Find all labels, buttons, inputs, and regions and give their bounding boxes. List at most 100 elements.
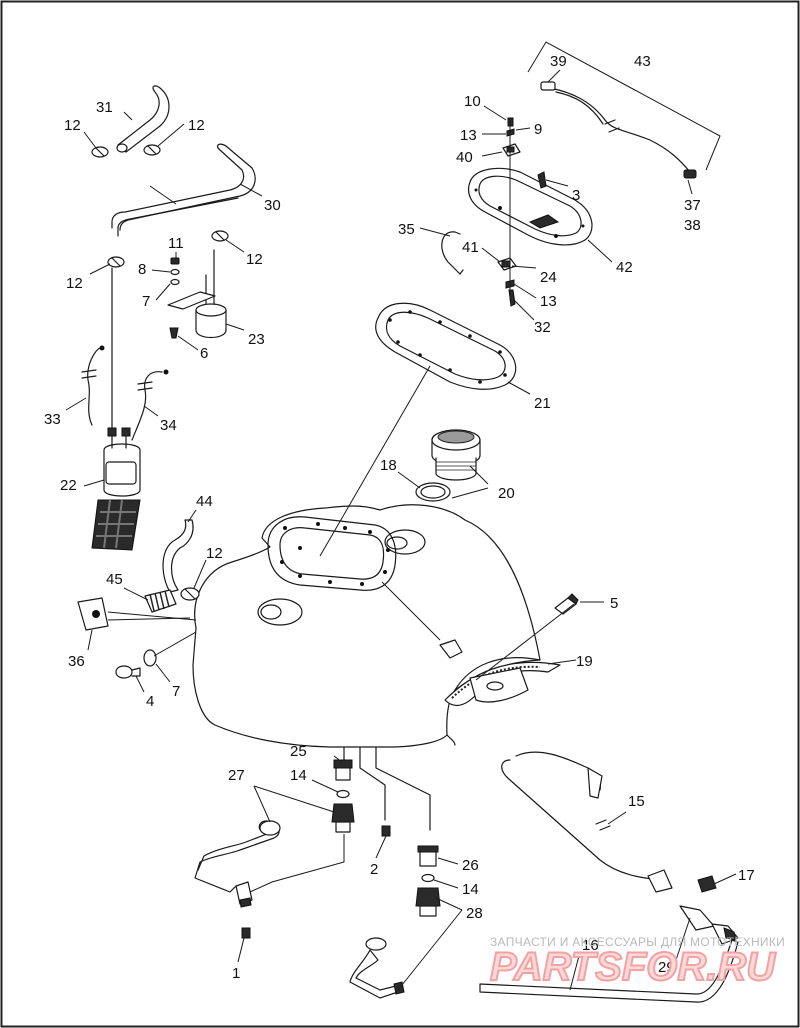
callout-36: 36: [68, 653, 85, 670]
watermark-tagline: ЗАПЧАСТИ И АКСЕССУАРЫ ДЛЯ МОТОТЕХНИКИ: [490, 935, 785, 949]
callout-15: 15: [628, 793, 645, 810]
callout-12-d: 12: [66, 275, 83, 292]
part-26-fitting: [417, 845, 439, 867]
fuel-tank: [192, 504, 541, 831]
watermark-logo: PARTSFOR.RU: [490, 945, 776, 989]
callout-9: 9: [534, 121, 542, 138]
callout-10: 10: [464, 93, 481, 110]
part-36-bracket: [77, 597, 109, 631]
part-5-bolt: [554, 593, 579, 615]
callout-12-c: 12: [246, 251, 263, 268]
part-20-fuel-cap: [431, 429, 481, 481]
part-44-hose: [162, 519, 194, 593]
leader-lines: [65, 41, 737, 991]
callout-22: 22: [60, 477, 77, 494]
callout-45: 45: [106, 571, 123, 588]
part-21-gasket: [375, 302, 517, 390]
part-28-fitting: [415, 887, 441, 917]
part-7-washer: [170, 278, 180, 286]
callout-41: 41: [462, 239, 479, 256]
part-8-washer: [170, 268, 180, 276]
callout-16: 16: [582, 937, 599, 954]
callout-29: 29: [658, 959, 675, 976]
callout-5: 5: [610, 595, 618, 612]
callout-24: 24: [540, 269, 557, 286]
callout-44: 44: [196, 493, 213, 510]
callout-26: 26: [462, 857, 479, 874]
callout-33: 33: [44, 411, 61, 428]
part-42-instrument-panel: [467, 167, 593, 246]
panel-bolt-holes: [280, 522, 390, 586]
part-14-o-ring-a: [336, 789, 350, 799]
callout-25: 25: [290, 743, 307, 760]
callout-35: 35: [398, 221, 415, 238]
callout-13-lower: 13: [540, 293, 557, 310]
callout-8: 8: [138, 261, 146, 278]
part-34-wire: [131, 369, 169, 441]
part-12-clamp-a: [91, 146, 109, 158]
part-1-plug: [241, 927, 251, 939]
part-35-wire-clip: [441, 231, 464, 275]
callout-31: 31: [96, 99, 113, 116]
callout-18: 18: [380, 457, 397, 474]
callout-19: 19: [576, 653, 593, 670]
part-14-o-ring-b: [421, 873, 435, 883]
part-18-gasket: [415, 482, 451, 502]
callout-12-b: 12: [188, 117, 205, 134]
callout-14-b: 14: [462, 881, 479, 898]
callout-1: 1: [232, 965, 240, 982]
part-16-fuel-line: [479, 939, 739, 1003]
part-27-fuel-line: [194, 820, 281, 908]
part-33-wire: [81, 345, 105, 426]
part-12-clamp-d: [107, 256, 125, 268]
watermark: ЗАПЧАСТИ И АКСЕССУАРЫ ДЛЯ МОТОТЕХНИКИ PA…: [489, 935, 785, 990]
callout-14-a: 14: [290, 767, 307, 784]
part-11-nut: [170, 257, 180, 265]
part-19-heat-shield: [444, 661, 561, 707]
part-31-vent-hose: [116, 85, 170, 153]
callout-11: 11: [168, 235, 184, 252]
callout-4: 4: [146, 693, 154, 710]
callout-7-lower: 7: [172, 683, 180, 700]
watermark-logo-fill: PARTSFOR.RU: [490, 945, 776, 989]
callout-13-upper: 13: [460, 127, 477, 144]
callout-42: 42: [616, 259, 633, 276]
part-28-fuel-line: [349, 937, 405, 999]
part-12-clamp-c: [211, 230, 229, 242]
part-3-screw: [537, 171, 547, 189]
callout-20: 20: [498, 485, 515, 502]
callout-3: 3: [572, 187, 580, 204]
callout-7-upper: 7: [142, 293, 150, 310]
part-27-fitting: [331, 803, 355, 833]
part-12-clamp-e: [180, 587, 200, 601]
part-41-grommet: [497, 257, 517, 271]
part-12-clamp-b: [143, 144, 161, 156]
part-23-vapor-valve: [167, 249, 227, 339]
callout-28: 28: [466, 905, 483, 922]
callout-43: 43: [634, 53, 651, 70]
callout-12-a: 12: [64, 117, 81, 134]
callout-27: 27: [228, 767, 245, 784]
part-15-crossover-hose: [501, 751, 673, 893]
part-25-fitting: [333, 759, 353, 781]
part-17-clip: [697, 875, 717, 893]
callout-23: 23: [248, 331, 265, 348]
part-45-spring: [144, 589, 177, 613]
callout-12-e: 12: [206, 545, 223, 562]
part-6-screw: [169, 327, 179, 339]
callout-2: 2: [370, 861, 378, 878]
callout-labels: 1 2 3 4 5 6 7 7 8 9 10 11 12 12 12 12 12…: [44, 53, 755, 982]
part-43-sensor-harness: [540, 81, 697, 179]
callout-6: 6: [200, 345, 208, 362]
callout-39: 39: [550, 53, 567, 70]
callout-40: 40: [456, 149, 473, 166]
callout-17: 17: [738, 867, 755, 884]
callout-21: 21: [534, 395, 551, 412]
part-29-filter: [679, 905, 739, 945]
part-30-vent-hose: [111, 143, 256, 237]
part-40-bracket: [502, 143, 521, 157]
callout-32: 32: [534, 319, 551, 336]
callout-37: 37: [684, 197, 701, 214]
